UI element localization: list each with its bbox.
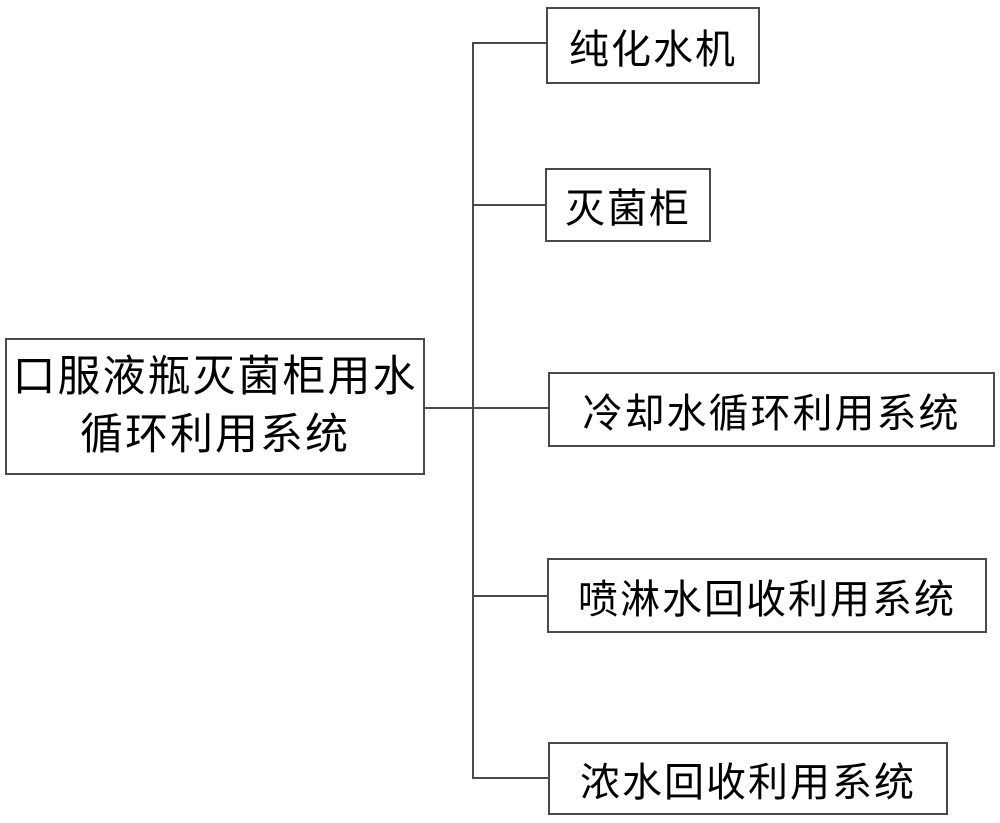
leaf-node-cooling-water-circulation-system: 冷却水循环利用系统: [548, 372, 995, 447]
connector-branch-3-line: [472, 407, 548, 409]
root-node-label: 口服液瓶灭菌柜用水 循环利用系统: [13, 349, 418, 465]
leaf-node-concentrated-water-recovery-system: 浓水回收利用系统: [548, 742, 948, 815]
leaf-node-purified-water-machine: 纯化水机: [546, 7, 760, 84]
leaf-node-label: 灭菌柜: [565, 186, 691, 231]
connector-root-line: [425, 407, 472, 409]
connector-trunk-line: [472, 42, 474, 779]
root-node-label-line2: 循环利用系统: [80, 411, 350, 459]
leaf-node-label: 冷却水循环利用系统: [582, 390, 961, 436]
leaf-node-label: 纯化水机: [569, 26, 737, 72]
leaf-node-label: 喷淋水回收利用系统: [578, 576, 956, 622]
connector-branch-2-line: [472, 204, 545, 206]
leaf-node-label: 浓水回收利用系统: [580, 759, 916, 805]
root-node-label-line1: 口服液瓶灭菌柜用水: [12, 353, 418, 401]
root-node-water-recycling-system: 口服液瓶灭菌柜用水 循环利用系统: [5, 338, 425, 475]
connector-branch-5-line: [472, 777, 548, 779]
connector-branch-1-line: [472, 42, 546, 44]
leaf-node-spray-water-recovery-system: 喷淋水回收利用系统: [547, 558, 987, 633]
connector-branch-4-line: [472, 595, 547, 597]
leaf-node-sterilization-cabinet: 灭菌柜: [545, 168, 711, 242]
